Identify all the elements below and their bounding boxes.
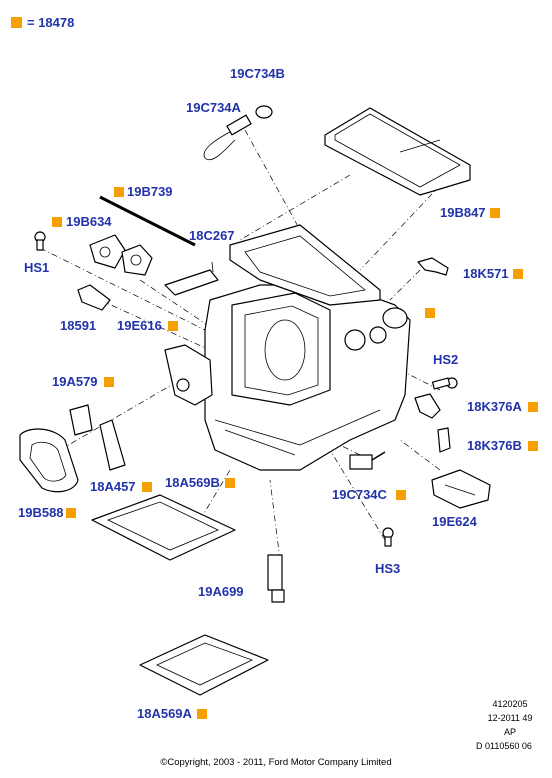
label-19B588[interactable]: 19B588 [18, 505, 64, 520]
hose-19A699 [267, 554, 285, 603]
seal-strip-19B739 [99, 195, 196, 247]
screw-HS3 [382, 527, 394, 547]
resistor-19E624 [431, 469, 491, 509]
gasket-18A569B [91, 494, 236, 561]
label-HS3[interactable]: HS3 [375, 561, 400, 576]
screw-HS1 [34, 231, 46, 251]
label-19B634[interactable]: 19B634 [66, 214, 112, 229]
label-18591[interactable]: 18591 [60, 318, 96, 333]
label-18A457[interactable]: 18A457 [90, 479, 136, 494]
meta-code-1: 4120205 [492, 699, 527, 709]
meta-code-2: 12-2011 49 [488, 713, 533, 723]
label-18A569B[interactable]: 18A569B [165, 475, 220, 490]
label-19E624[interactable]: 19E624 [432, 514, 478, 529]
label-19C734B[interactable]: 19C734B [230, 66, 285, 81]
label-18K376B[interactable]: 18K376B [467, 438, 522, 453]
label-19C734A[interactable]: 19C734A [186, 100, 242, 115]
meta-code-3: AP [504, 727, 516, 737]
label-19C734C[interactable]: 19C734C [332, 487, 388, 502]
sensor-18591 [77, 284, 111, 311]
label-18K376A[interactable]: 18K376A [467, 399, 523, 414]
label-HS1[interactable]: HS1 [24, 260, 49, 275]
lever-18A457 [99, 419, 126, 471]
heater-housing [164, 224, 411, 471]
gasket-19B588 [19, 428, 79, 493]
label-markers [52, 187, 538, 719]
clip-18K571 [417, 257, 449, 276]
label-19E616[interactable]: 19E616 [117, 318, 162, 333]
bolt-HS2 [431, 377, 458, 390]
sensor-19C734C [349, 451, 386, 470]
actuator-19B634 [89, 234, 126, 269]
legend-text: = 18478 [27, 15, 74, 30]
legend-marker [11, 17, 22, 28]
label-HS2[interactable]: HS2 [433, 352, 458, 367]
bracket-19A579 [69, 404, 93, 436]
label-19B847[interactable]: 19B847 [440, 205, 486, 220]
copyright-text: ©Copyright, 2003 - 2011, Ford Motor Comp… [160, 757, 391, 768]
bracket-18C267 [164, 261, 219, 296]
label-18C267[interactable]: 18C267 [189, 228, 235, 243]
sensor-18K376A [414, 393, 441, 419]
label-18K571[interactable]: 18K571 [463, 266, 509, 281]
label-19A699[interactable]: 19A699 [198, 584, 244, 599]
sensor-18K376B [437, 427, 451, 453]
label-19A579[interactable]: 19A579 [52, 374, 98, 389]
filter-frame-19B847 [324, 107, 471, 196]
sensor-19C734A [203, 105, 273, 161]
label-19B739[interactable]: 19B739 [127, 184, 173, 199]
leader-lines [39, 129, 451, 561]
label-18A569A[interactable]: 18A569A [137, 706, 193, 721]
meta-code-4: D 0110560 06 [476, 741, 532, 751]
actuator-19E616 [121, 244, 153, 276]
gasket-18A569A [139, 634, 269, 696]
